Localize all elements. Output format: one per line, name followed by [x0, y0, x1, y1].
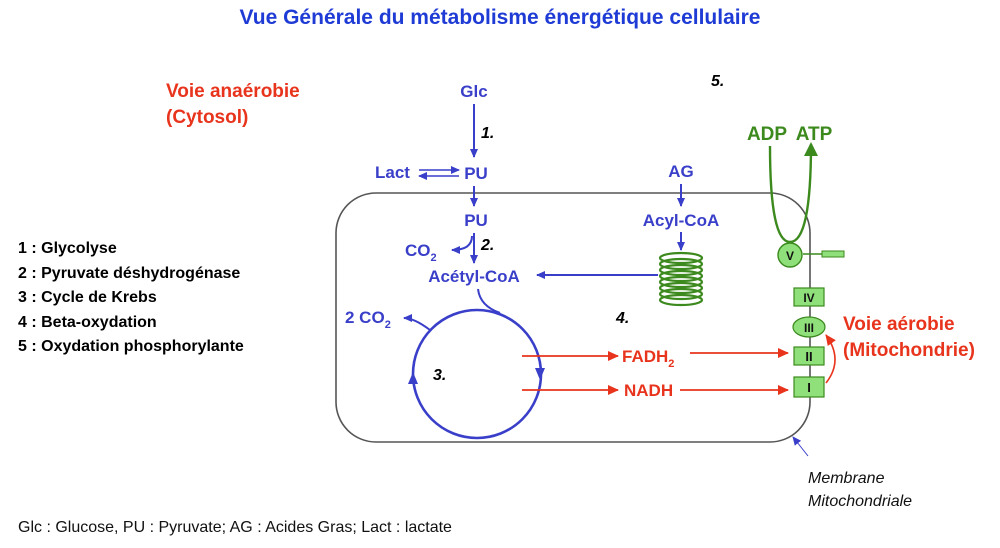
complex-iv-box	[793, 287, 825, 307]
legend-item-glycolysis: 1 : Glycolyse	[18, 240, 117, 257]
arrow-co2-release	[451, 235, 473, 254]
membrane-line2: Mitochondriale	[808, 493, 913, 510]
complex-iii-label: III	[804, 321, 814, 335]
complex-ii-box	[793, 346, 825, 366]
node-acetylcoa: Acétyl-CoA	[428, 267, 520, 286]
legend-item-oxphos: 5 : Oxydation phosphorylante	[18, 338, 244, 355]
anaerobic-pathway-label: Voie anaérobie (Cytosol)	[166, 79, 300, 131]
complex-v-label: V	[786, 249, 794, 263]
aerobic-pathway-label: Voie aérobie (Mitochondrie)	[843, 312, 975, 364]
legend-item-krebs: 3 : Cycle de Krebs	[18, 289, 157, 306]
complex-i-box	[793, 376, 825, 398]
step-1-number: 1.	[481, 125, 494, 142]
step-4-number: 4.	[615, 310, 629, 327]
fadh2-subscript: 2	[668, 358, 674, 370]
arrow-acetylcoa-into-krebs	[477, 288, 501, 314]
page-title: Vue Générale du métabolisme énergétique …	[239, 6, 761, 29]
complex-iv-label: IV	[803, 291, 814, 305]
legend-item-beta-oxidation: 4 : Beta-oxydation	[18, 313, 157, 331]
complex-i-label: I	[807, 380, 811, 395]
arrow-electron-transfer	[825, 334, 836, 384]
step-3-number: 3.	[433, 367, 446, 384]
membrane-label: Membrane Mitochondriale	[808, 467, 912, 513]
co2-text: CO	[405, 241, 431, 260]
node-pu-mito: PU	[464, 211, 488, 230]
node-2co2: 2 CO2	[345, 308, 391, 331]
arrow-adp-to-atp	[768, 142, 818, 244]
legend: 1 : Glycolyse 2 : Pyruvate déshydrogénas…	[18, 237, 244, 360]
membrane-line1: Membrane	[808, 470, 885, 487]
node-co2: CO2	[405, 241, 437, 264]
arrow-krebs-co2-release	[403, 314, 431, 331]
anaerobic-line1: Voie anaérobie	[166, 81, 300, 102]
node-acylcoa: Acyl-CoA	[643, 211, 720, 230]
node-nadh: NADH	[624, 381, 673, 400]
aerobic-line1: Voie aérobie	[843, 314, 955, 335]
atp-synthase-anchor	[821, 250, 845, 258]
fadh2-text: FADH	[622, 347, 668, 366]
2co2-subscript: 2	[385, 319, 391, 331]
aerobic-line2: (Mitochondrie)	[843, 340, 975, 361]
legend-item-pdh: 2 : Pyruvate déshydrogénase	[18, 264, 241, 282]
node-atp: ATP	[796, 124, 833, 145]
2co2-text: 2 CO	[345, 308, 385, 327]
node-adp: ADP	[747, 124, 787, 145]
membrane-pointer-arrow	[792, 436, 809, 457]
complex-iii-oval	[792, 316, 826, 338]
node-ag: AG	[668, 162, 694, 181]
step-2-number: 2.	[480, 237, 494, 254]
node-glc: Glc	[460, 82, 487, 101]
krebs-arrowhead-left	[408, 372, 418, 384]
anaerobic-line2: (Cytosol)	[166, 107, 249, 128]
beta-oxidation-spiral	[658, 251, 704, 307]
co2-subscript: 2	[431, 252, 437, 264]
complex-ii-label: II	[805, 349, 812, 364]
krebs-arrowhead-right	[535, 368, 545, 380]
node-lact: Lact	[375, 163, 410, 182]
step-5-number: 5.	[711, 73, 724, 90]
abbreviations-note: Glc : Glucose, PU : Pyruvate; AG : Acide…	[18, 519, 452, 536]
node-fadh2: FADH2	[622, 347, 674, 370]
node-pu-cytosol: PU	[464, 164, 488, 183]
